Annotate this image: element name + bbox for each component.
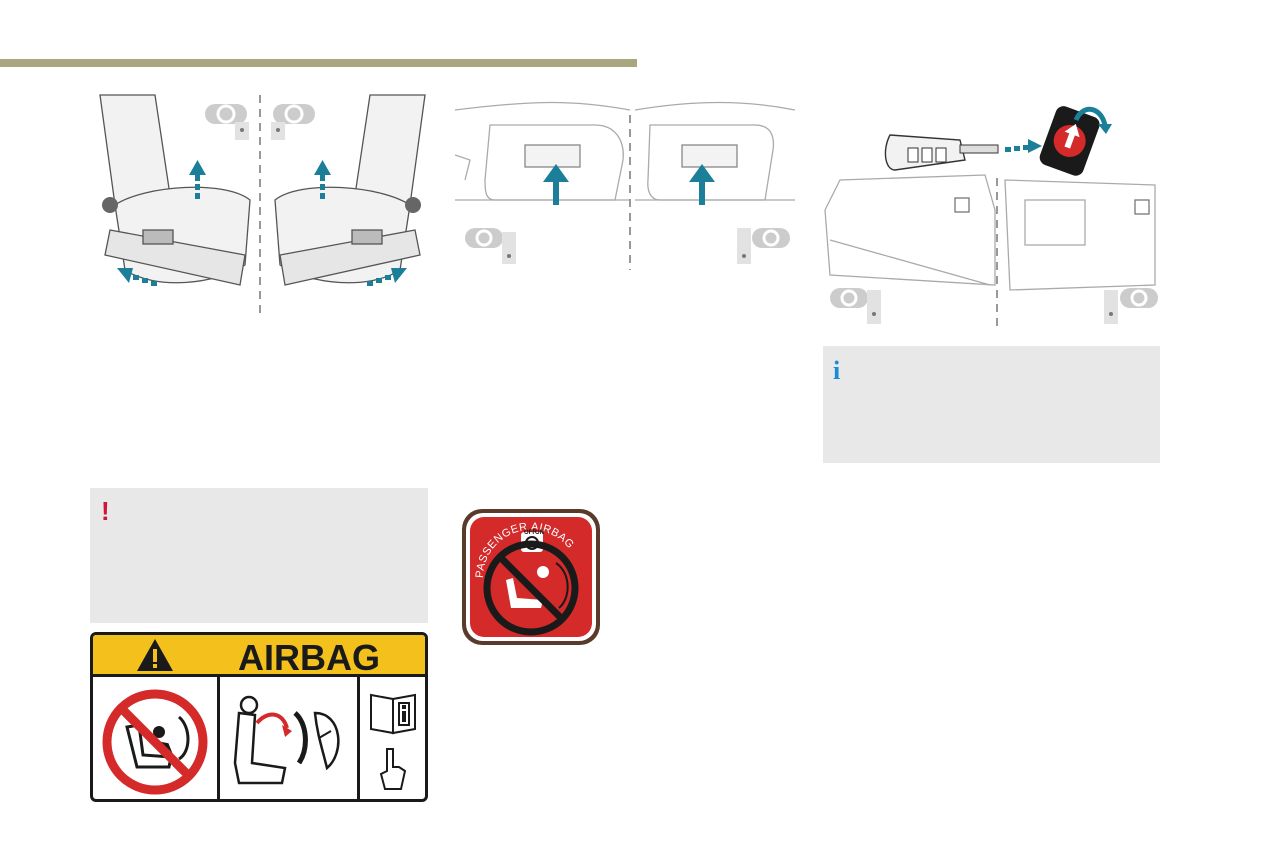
read-manual-icon <box>370 693 416 790</box>
info-icon: i <box>833 356 841 385</box>
right-hand-drive-icon <box>271 104 315 140</box>
up-arrow-icon <box>543 164 715 205</box>
info-box: i <box>823 346 1160 463</box>
airbag-switch-icon <box>1039 106 1100 176</box>
right-hand-drive-icon <box>1104 288 1158 324</box>
left-hand-drive-icon <box>205 104 249 140</box>
svg-text:OFF: OFF <box>524 530 536 536</box>
key-icon <box>884 134 999 171</box>
up-arrow-icon <box>189 160 206 199</box>
warning-icon: ! <box>101 496 110 526</box>
airbag-title: AIRBAG <box>238 637 380 678</box>
airbag-warning-label: AIRBAG <box>90 632 428 802</box>
left-arrow-icon <box>117 268 157 286</box>
warning-triangle-icon <box>137 639 173 671</box>
right-hand-drive-icon <box>737 228 790 264</box>
glovebox-airbag-switch-illustration <box>820 100 1165 335</box>
rotate-arrow-icon <box>1073 106 1108 126</box>
right-arrow-icon <box>367 268 407 286</box>
no-rear-facing-child-seat-icon <box>102 689 208 795</box>
header-accent-bar <box>0 59 637 67</box>
passenger-airbag-off-badge: PASSENGER AIRBAG OFF ON <box>462 509 600 645</box>
left-hand-drive-icon <box>830 288 881 324</box>
left-hand-drive-icon <box>465 228 516 264</box>
airbag-label-header: AIRBAG <box>93 635 425 678</box>
sun-visor-illustration <box>455 100 795 275</box>
warning-box: ! <box>90 488 428 623</box>
seat-adjustment-illustration <box>95 90 430 320</box>
airbag-deploy-icon <box>233 695 340 785</box>
svg-text:ON: ON <box>535 530 544 536</box>
